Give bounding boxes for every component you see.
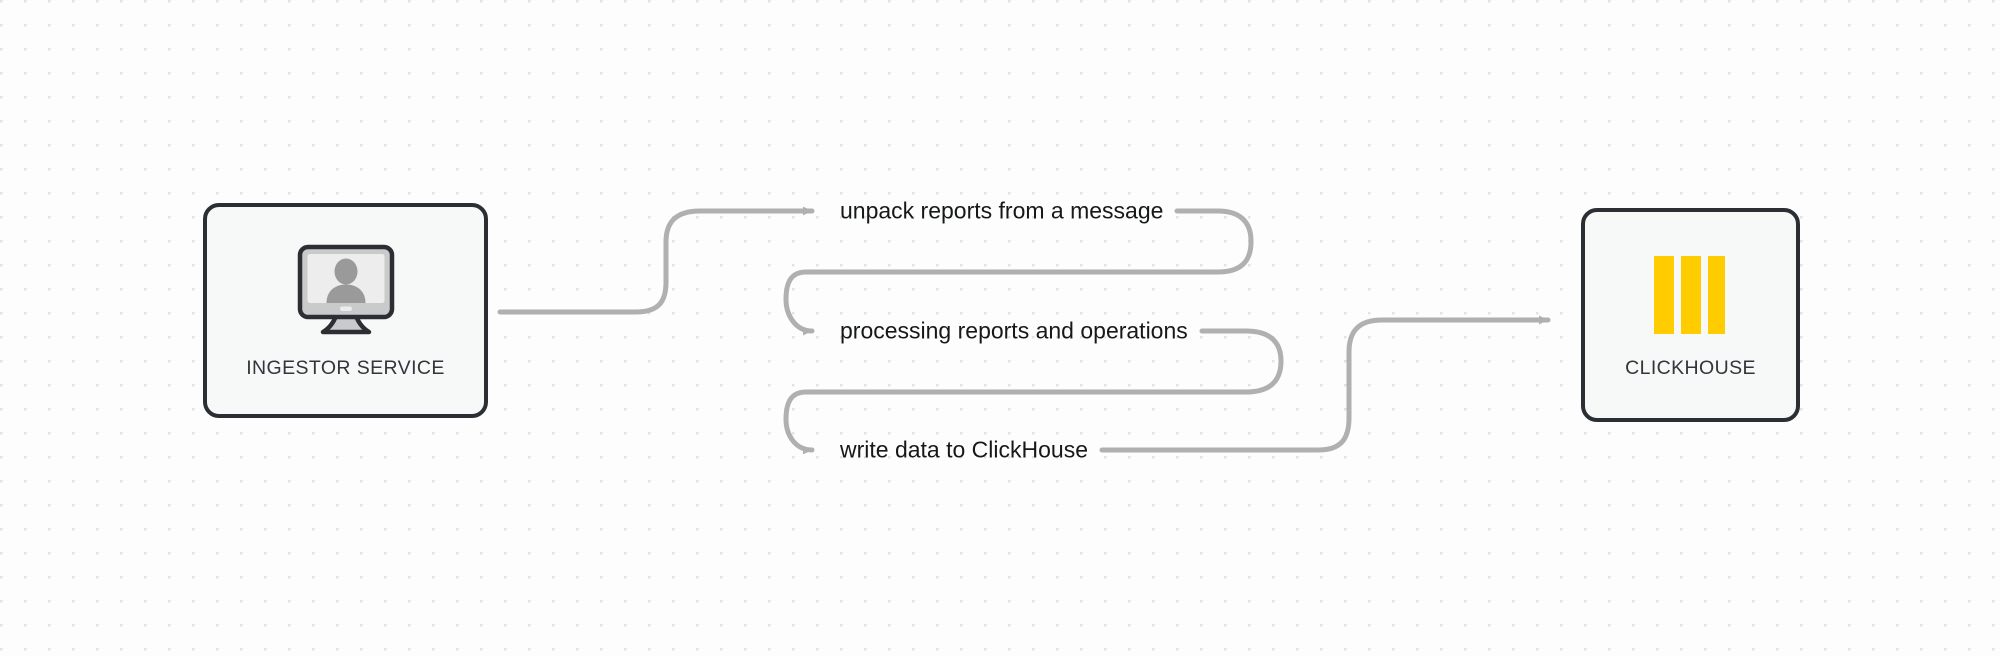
edge-path-2-return <box>809 328 1284 395</box>
node-clickhouse-label: CLICKHOUSE <box>1625 356 1756 379</box>
edge-label-processing-reports: processing reports and operations <box>840 317 1188 344</box>
edge-path-2 <box>783 269 815 336</box>
edge-path-1 <box>497 206 815 315</box>
node-ingestor-label: INGESTOR SERVICE <box>246 357 445 379</box>
node-clickhouse[interactable]: CLICKHOUSE <box>1581 208 1800 422</box>
edge-path-3 <box>783 389 815 455</box>
edge-label-write-data: write data to ClickHouse <box>840 436 1088 463</box>
clickhouse-bars-icon <box>1647 251 1735 339</box>
edge-path-1-return <box>809 208 1254 275</box>
node-ingestor-service[interactable]: INGESTOR SERVICE <box>203 203 488 418</box>
monitor-user-icon <box>290 241 402 341</box>
edge-label-unpack-reports: unpack reports from a message <box>840 197 1164 224</box>
edge-path-3-to-clickhouse <box>1099 315 1551 453</box>
